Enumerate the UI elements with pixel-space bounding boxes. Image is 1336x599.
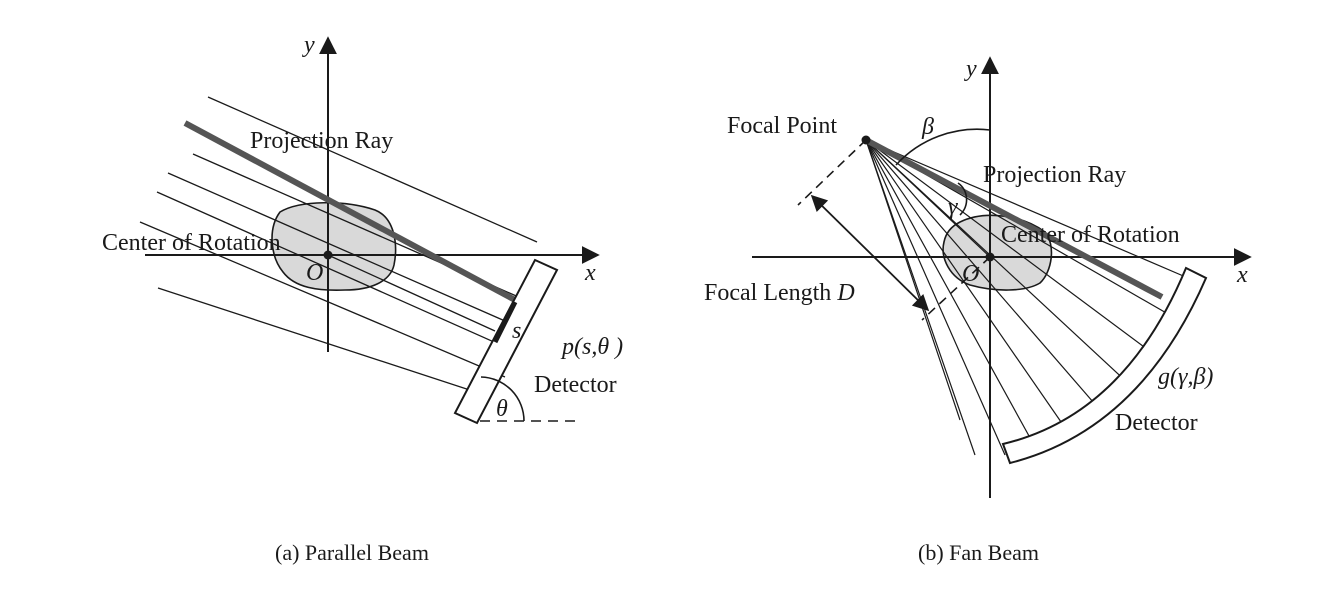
s-segment <box>492 300 518 344</box>
y-label-b: y <box>964 56 977 82</box>
s-label: s <box>512 318 521 344</box>
origin-label-a: O <box>306 260 323 286</box>
gamma-arc <box>957 182 968 216</box>
focal-point-dot <box>861 135 871 145</box>
projection-ray-label-a: Projection Ray <box>250 128 393 154</box>
focal-length-arrow <box>810 194 930 312</box>
detector-label-b: Detector <box>1115 410 1198 436</box>
projection-function-a: p(s,θ ) <box>560 334 623 360</box>
detector-b <box>1001 266 1208 465</box>
projection-function-b: g(γ,β) <box>1158 364 1213 390</box>
detector-label-a: Detector <box>534 372 617 398</box>
theta-label: θ <box>496 396 508 422</box>
fan-rays <box>865 139 1189 456</box>
fan-beam-panel: y x O Focal Point β Projection Ray γ Cen… <box>704 56 1252 565</box>
center-of-rotation-label-b: Center of Rotation <box>1001 222 1180 248</box>
caption-b: (b) Fan Beam <box>918 540 1039 565</box>
projection-ray-a <box>183 120 517 303</box>
x-label-b: x <box>1236 262 1248 288</box>
focal-point-label: Focal Point <box>727 113 837 139</box>
focal-dash-top <box>797 139 867 206</box>
x-label-a: x <box>584 260 596 286</box>
gamma-label: γ <box>948 194 958 220</box>
theta-arc <box>480 376 525 422</box>
origin-label-b: O <box>962 261 979 287</box>
focal-dash-bottom <box>921 256 991 321</box>
caption-a: (a) Parallel Beam <box>275 540 429 565</box>
beta-arc <box>895 128 991 166</box>
projection-ray-label-b: Projection Ray <box>983 162 1126 188</box>
origin-dot-b <box>985 252 995 262</box>
y-label-a: y <box>302 32 315 58</box>
focal-length-label: Focal Length D <box>704 280 855 306</box>
center-of-rotation-label-a: Center of Rotation <box>102 230 281 256</box>
projection-ray-b <box>864 137 1164 300</box>
detector-a <box>453 258 559 425</box>
parallel-beam-panel: y x O Projection Ray Center of Rotation … <box>102 32 623 565</box>
origin-dot-a <box>323 250 333 260</box>
beta-label: β <box>921 114 934 140</box>
